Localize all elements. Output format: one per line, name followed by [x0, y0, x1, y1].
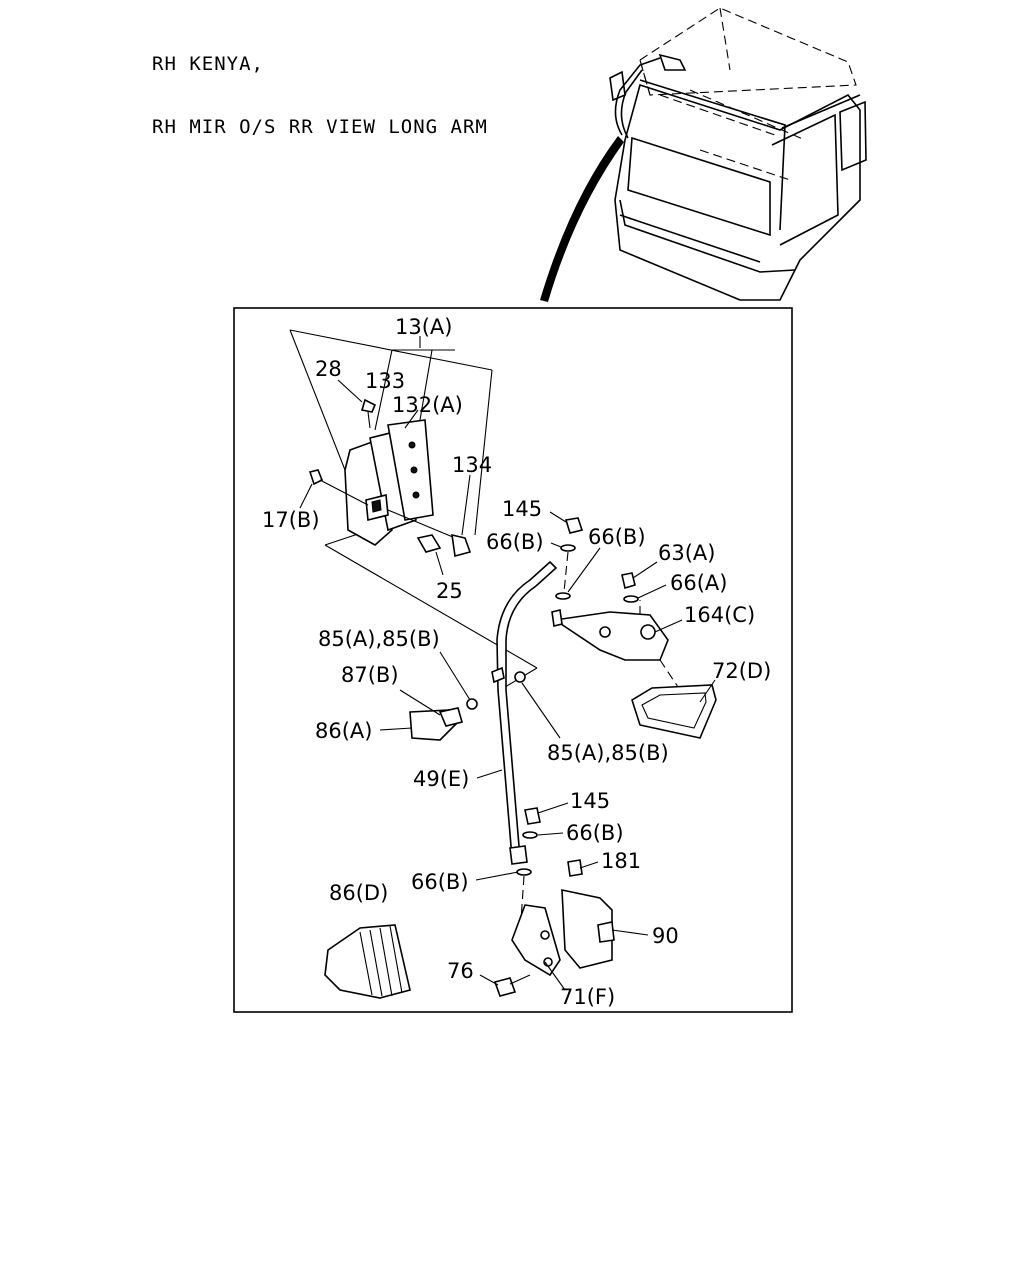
- callout-87B: 87(B): [341, 663, 399, 687]
- header-line-2: RH MIR O/S RR VIEW LONG ARM: [152, 116, 488, 138]
- rubber-boot: [324, 924, 411, 999]
- callout-133: 133: [365, 369, 405, 393]
- callout-66B-1: 66(B): [486, 530, 544, 554]
- callout-86D: 86(D): [329, 881, 388, 905]
- callout-90: 90: [652, 924, 679, 948]
- callout-25: 25: [436, 579, 463, 603]
- callout-66B-4: 66(B): [411, 870, 469, 894]
- callout-181: 181: [601, 849, 641, 873]
- lower-bracket: [493, 859, 615, 997]
- long-arm: [466, 560, 558, 865]
- callout-13A: 13(A): [395, 315, 452, 339]
- callout-63A: 63(A): [658, 541, 715, 565]
- callout-86A: 86(A): [315, 719, 372, 743]
- leader-lines: [299, 336, 716, 991]
- upper-bracket: [551, 600, 717, 739]
- callout-145-upper: 145: [502, 497, 542, 521]
- callout-145-lower: 145: [570, 789, 610, 813]
- diagram-header: RH KENYA, RH MIR O/S RR VIEW LONG ARM: [152, 12, 488, 159]
- callout-76: 76: [447, 959, 474, 983]
- callout-134: 134: [452, 453, 492, 477]
- callout-164C: 164(C): [684, 603, 755, 627]
- mirror-assembly: [289, 329, 538, 691]
- callout-49E: 49(E): [413, 767, 469, 791]
- callout-17B: 17(B): [262, 508, 320, 532]
- header-line-1: RH KENYA,: [152, 53, 264, 75]
- callout-66A: 66(A): [670, 571, 727, 595]
- callout-71F: 71(F): [560, 985, 615, 1009]
- callout-66B-2: 66(B): [588, 525, 646, 549]
- callout-28: 28: [315, 357, 342, 381]
- detail-frame: [233, 307, 793, 1013]
- callout-85AB-lower: 85(A),85(B): [547, 741, 669, 765]
- callout-66B-3: 66(B): [566, 821, 624, 845]
- callout-labels: 13(A) 28 133 132(A) 134 17(B) 25 145 66(…: [262, 315, 771, 1009]
- callout-132A: 132(A): [392, 393, 463, 417]
- clip-part: [409, 707, 463, 741]
- callout-85AB-upper: 85(A),85(B): [318, 627, 440, 651]
- truck-cab-illustration: [540, 7, 867, 302]
- callout-72D: 72(D): [712, 659, 771, 683]
